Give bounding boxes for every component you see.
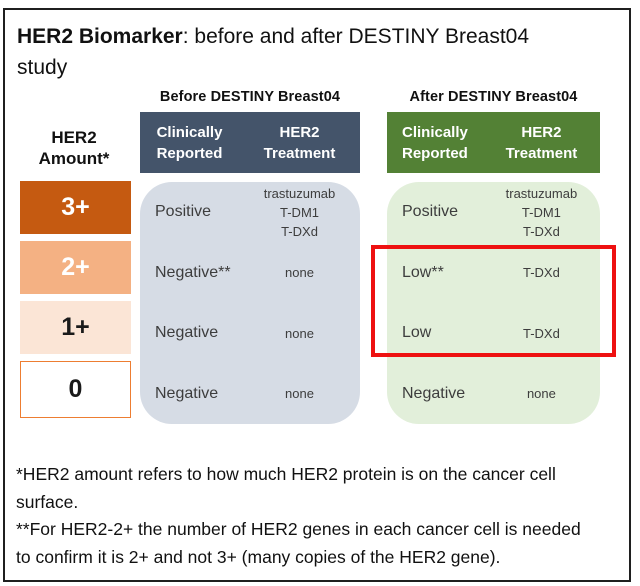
before-header-bar: Clinically Reported HER2 Treatment [140, 112, 360, 173]
reported-cell: Positive [155, 203, 212, 221]
her2-level-1plus-box: 1+ [20, 301, 131, 354]
her2-level-3plus-label: 3+ [61, 193, 90, 221]
before-clinically-reported-header: Clinically Reported [156, 123, 223, 162]
table-row: Negative none [140, 364, 360, 425]
treatment-cell: trastuzumab T-DM1 T-DXd [263, 185, 336, 239]
her2-level-1plus-label: 1+ [61, 313, 90, 341]
reported-cell: Negative [155, 384, 219, 402]
reported-cell: Low [402, 324, 432, 342]
after-clinically-reported-header: Clinically Reported [401, 123, 468, 162]
table-row: Positive trastuzumab T-DM1 T-DXd [387, 182, 600, 243]
table-row: Positive trastuzumab T-DM1 T-DXd [140, 182, 360, 243]
reported-cell: Positive [402, 203, 459, 221]
treatment-cell: none [526, 386, 556, 402]
page-title-bold: HER2 Biomarker [17, 25, 183, 48]
treatment-cell: T-DXd [522, 325, 560, 341]
her2-amount-heading: HER2 Amount* [38, 128, 110, 168]
after-table-label: After DESTINY Breast04 [409, 89, 578, 105]
treatment-cell: T-DXd [522, 265, 560, 281]
reported-cell: Low** [402, 263, 444, 281]
footnotes: *HER2 amount refers to how much HER2 pro… [16, 461, 594, 571]
after-table-body: Positive trastuzumab T-DM1 T-DXd Low** T… [387, 182, 600, 424]
table-row: Low T-DXd [387, 303, 600, 364]
page-title-rest: : before and after DESTINY Breast04 stud… [17, 25, 530, 79]
page-title: HER2 Biomarker: before and after DESTINY… [17, 21, 567, 83]
reported-cell: Negative [402, 384, 466, 402]
before-her2-treatment-header: HER2 Treatment [263, 123, 336, 162]
treatment-cell: none [285, 325, 314, 341]
reported-cell: Negative [155, 324, 219, 342]
table-row: Negative none [387, 364, 600, 425]
footnote-2: **For HER2-2+ the number of HER2 genes i… [16, 519, 581, 567]
treatment-cell: none [285, 386, 314, 402]
table-row: Negative none [140, 303, 360, 364]
her2-level-0-box: 0 [20, 361, 131, 418]
footnote-1: *HER2 amount refers to how much HER2 pro… [16, 464, 556, 512]
her2-level-2plus-box: 2+ [20, 241, 131, 294]
table-row: Low** T-DXd [387, 243, 600, 304]
table-row: Negative** none [140, 243, 360, 304]
reported-cell: Negative** [155, 263, 231, 281]
before-table-label: Before DESTINY Breast04 [159, 89, 341, 105]
her2-level-0-label: 0 [68, 375, 83, 403]
treatment-cell: none [285, 265, 314, 281]
after-header-bar: Clinically Reported HER2 Treatment [387, 112, 600, 173]
her2-low-highlight-box [371, 245, 616, 357]
treatment-cell: trastuzumab T-DM1 T-DXd [505, 185, 578, 239]
her2-level-2plus-label: 2+ [61, 253, 90, 281]
her2-level-3plus-box: 3+ [20, 181, 131, 234]
after-her2-treatment-header: HER2 Treatment [505, 123, 578, 162]
before-table-body: Positive trastuzumab T-DM1 T-DXd Negativ… [140, 182, 360, 424]
